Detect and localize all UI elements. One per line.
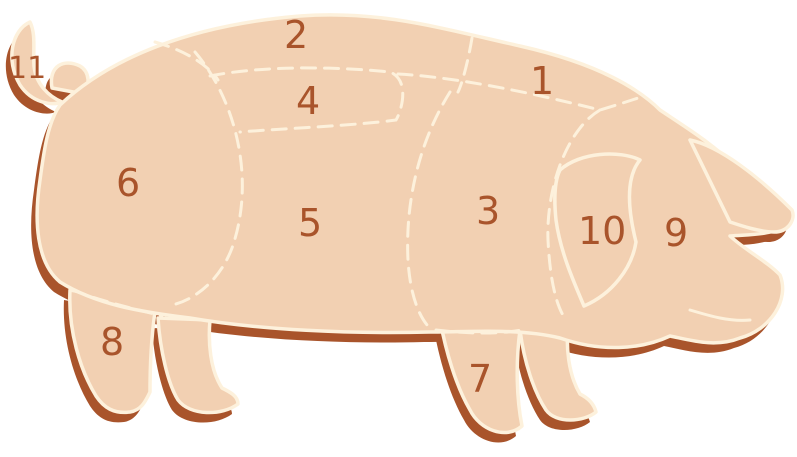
cut-8-label: 8 — [100, 320, 124, 364]
mouth-line — [688, 308, 752, 322]
cut-5-label: 5 — [298, 201, 322, 245]
cut-3-label: 3 — [476, 189, 500, 233]
cut-6-label: 6 — [116, 161, 140, 205]
cut-11-label: 11 — [8, 51, 46, 86]
face-ear — [553, 152, 642, 308]
cut-4-label: 4 — [296, 79, 320, 123]
cut-7-label: 7 — [468, 357, 492, 401]
cut-1-label: 1 — [530, 59, 554, 103]
cut-2-label: 2 — [284, 13, 308, 57]
cut-labels: 1 2 3 4 5 6 7 8 9 10 11 — [8, 13, 688, 401]
cut-10-label: 10 — [578, 209, 626, 253]
cut-lines — [70, 36, 640, 335]
cut-9-label: 9 — [664, 211, 688, 255]
